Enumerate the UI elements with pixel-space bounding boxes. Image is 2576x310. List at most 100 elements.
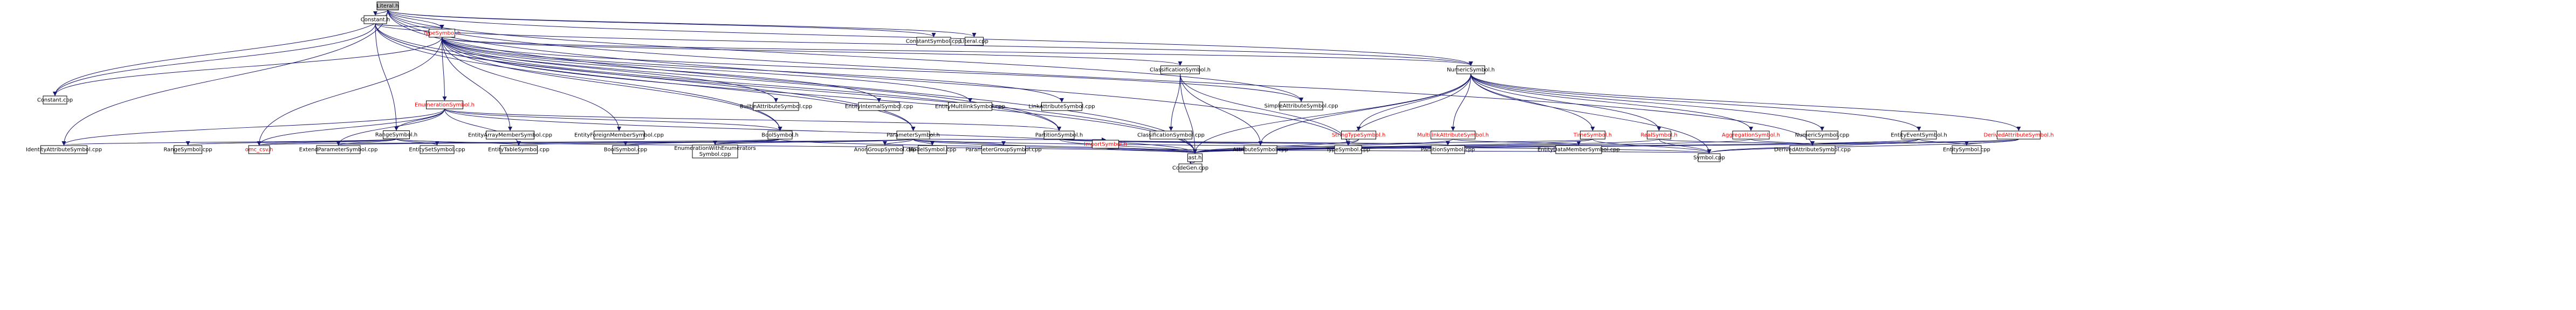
node-builtinattributesymbol-cpp[interactable]: BuiltinAttributeSymbol.cpp	[740, 102, 813, 111]
node-layer: Literal.hConstant.hTypeSymbol.hConstantS…	[26, 2, 2054, 173]
edge-parametersymbol_h-to-extendparametersymbol_cpp	[337, 139, 913, 146]
node-box	[1952, 145, 1982, 154]
node-numericsymbol-h[interactable]: NumericSymbol.h	[1447, 65, 1495, 74]
node-timesymbol-h[interactable]: TimeSymbol.h	[1573, 130, 1612, 140]
node-box	[858, 102, 900, 111]
node-constant-cpp[interactable]: Constant.cpp	[37, 95, 73, 105]
edge-rangesymbol_h-to-identityattributesymbol_cpp	[62, 139, 397, 146]
node-entityarraymembersymbol-cpp[interactable]: EntityArrayMemberSymbol.cpp	[468, 130, 552, 140]
node-anongroupsymbol-cpp[interactable]: AnonGroupSymbol.cpp	[854, 145, 916, 154]
node-label: AggregationSymbol.h	[1722, 133, 1780, 139]
node-codegen-cpp[interactable]: CodeGen.cpp	[1172, 163, 1208, 173]
node-label: EntityForeignMemberSymbol.cpp	[574, 133, 664, 139]
node-ast-h[interactable]: ast.h	[1187, 153, 1203, 162]
edge-parametersymbol_h-to-symbol_cpp	[913, 139, 1711, 154]
node-box	[916, 37, 951, 46]
node-realsymbol-h[interactable]: RealSymbol.h	[1640, 130, 1678, 140]
edge-classificationsymbol_h-to-attributesymbol_cpp	[1180, 73, 1263, 146]
node-omc-csv-h[interactable]: omc_csv.h	[245, 145, 273, 154]
node-entityinternalsymbol-cpp[interactable]: EntityInternalSymbol.cpp	[845, 102, 913, 111]
node-typesymbol-h[interactable]: TypeSymbol.h	[423, 29, 461, 38]
node-literal-cpp[interactable]: Literal.cpp	[960, 37, 988, 46]
edge-layer	[53, 10, 2021, 164]
node-entitysetsymbol-cpp[interactable]: EntitySetSymbol.cpp	[409, 145, 465, 154]
node-entityforeignmembersymbol-cpp[interactable]: EntityForeignMemberSymbol.cpp	[574, 130, 664, 140]
node-label: ParameterGroupSymbol.cpp	[965, 147, 1041, 153]
node-stringtypesymbol-h[interactable]: StringTypeSymbol.h	[1332, 130, 1386, 140]
node-boolsymbol-cpp[interactable]: BoolSymbol.cpp	[604, 145, 648, 154]
node-derivedattributesymbol-h[interactable]: DerivedAttributeSymbol.h	[1983, 130, 2054, 140]
edge-rangesymbol_h-to-entitysetsymbol_cpp	[396, 139, 439, 146]
node-literal-h: Literal.h	[376, 2, 399, 10]
node-box	[486, 130, 534, 140]
node-entitydatamembersymbol-cpp[interactable]: EntityDataMemberSymbol.cpp	[1537, 145, 1620, 154]
edge-typesymbol_h-to-entityforeignmembersymbol_cpp	[442, 37, 621, 131]
node-rangesymbol-h[interactable]: RangeSymbol.h	[375, 130, 417, 139]
node-parametersymbol-h[interactable]: ParameterSymbol.h	[887, 130, 940, 140]
edge-numericsymbol_h-to-symbol_cpp	[1471, 73, 1712, 154]
node-box	[1160, 65, 1200, 74]
node-symbol-cpp[interactable]: Symbol.cpp	[1693, 153, 1725, 162]
edge-numericsymbol_h-to-realsymbol_h	[1471, 73, 1661, 131]
node-box	[1555, 145, 1602, 154]
node-label: EntityDataMemberSymbol.cpp	[1537, 147, 1620, 153]
node-box	[1041, 102, 1082, 111]
edge-constant_h-to-partitionsymbol_h	[375, 23, 1061, 131]
node-constantsymbol-cpp[interactable]: ConstantSymbol.cpp	[906, 37, 962, 46]
node-extendparametersymbol-cpp[interactable]: ExtendParameterSymbol.cpp	[299, 145, 378, 154]
edge-partitionsymbol_h-to-typesymbol_cpp	[1059, 139, 1350, 146]
node-attributesymbol-cpp[interactable]: AttributeSymbol.cpp	[1233, 145, 1288, 154]
node-aggregationsymbol-h[interactable]: AggregationSymbol.h	[1722, 130, 1780, 140]
node-entitysymbol-cpp[interactable]: EntitySymbol.cpp	[1943, 145, 1990, 154]
node-simpleattributesymbol-cpp[interactable]: SimpleAttributeSymbol.cpp	[1265, 101, 1338, 111]
node-label: StringTypeSymbol.h	[1332, 133, 1386, 139]
node-rangesymbol-cpp[interactable]: RangeSymbol.cpp	[163, 145, 212, 154]
node-entitymultilinksymbol-cpp[interactable]: EntityMultilinkSymbol.cpp	[935, 102, 1005, 111]
node-parametergroupsymbol-cpp[interactable]: ParameterGroupSymbol.cpp	[965, 145, 1042, 154]
node-label: Constant.h	[361, 17, 390, 23]
edge-constant_h-to-typesymbol_h	[375, 23, 444, 29]
node-importsymbol-h[interactable]: ImportSymbol.h	[1084, 140, 1127, 149]
node-partitionsymbol-h[interactable]: PartitionSymbol.h	[1035, 130, 1083, 140]
node-constant-h[interactable]: Constant.h	[361, 15, 390, 24]
edge-parametersymbol_h-to-parametergroupsymbol_cpp	[913, 139, 1006, 146]
node-multilinkattributesymbol-h[interactable]: MultilinkAttributeSymbol.h	[1417, 130, 1489, 140]
node-label: ImportSymbol.h	[1084, 142, 1127, 148]
node-modelsymbol-cpp[interactable]: ModelSymbol.cpp	[909, 145, 957, 154]
edge-rangesymbol_h-to-ast_h	[396, 139, 1197, 154]
node-linkattributesymbol-cpp[interactable]: LinkAttributeSymbol.cpp	[1028, 102, 1095, 111]
node-box	[1431, 130, 1475, 140]
node-boolsymbol-h[interactable]: BoolSymbol.h	[761, 130, 799, 140]
node-numericsymbol-cpp[interactable]: NumericSymbol.cpp	[1795, 130, 1850, 140]
node-classificationsymbol-cpp[interactable]: ClassificationSymbol.cpp	[1137, 130, 1205, 140]
node-label: EnumerationWithEnumerators	[674, 146, 755, 151]
node-typesymbol-cpp[interactable]: TypeSymbol.cpp	[1325, 145, 1370, 154]
node-classificationsymbol-h[interactable]: ClassificationSymbol.h	[1150, 65, 1211, 74]
node-box	[1698, 153, 1721, 162]
node-box	[376, 2, 399, 10]
node-entityeventsymbol-h[interactable]: EntityEventSymbol.h	[1891, 130, 1947, 140]
node-label: IdentityAttributeSymbol.cpp	[26, 147, 102, 153]
node-box	[1178, 163, 1203, 173]
node-enumerationsymbol-h[interactable]: EnumerationSymbol.h	[415, 100, 475, 109]
edge-literal_h-to-derivedattributesymbol_cpp	[387, 10, 1815, 146]
node-entitytablesymbol-cpp[interactable]: EntityTableSymbol.cpp	[488, 145, 549, 154]
node-label: NumericSymbol.h	[1447, 67, 1495, 73]
edge-importsymbol_h-to-ast_h	[1105, 148, 1197, 154]
node-label: BoolSymbol.cpp	[604, 147, 648, 153]
node-derivedattributesymbol-cpp[interactable]: DerivedAttributeSymbol.cpp	[1774, 145, 1851, 154]
node-box	[420, 145, 455, 154]
edge-multilinkattributesymbol_h-to-entitydatamembersymbol_cpp	[1453, 139, 1581, 146]
node-label: PartitionSymbol.cpp	[1421, 147, 1475, 153]
node-box	[429, 29, 455, 38]
node-identityattributesymbol-cpp[interactable]: IdentityAttributeSymbol.cpp	[26, 145, 102, 154]
edge-parametersymbol_h-to-ast_h	[913, 139, 1197, 154]
node-label: ast.h	[1189, 155, 1202, 161]
node-box	[1092, 140, 1119, 149]
node-box	[981, 145, 1026, 154]
node-partitionsymbol-cpp[interactable]: PartitionSymbol.cpp	[1421, 145, 1475, 154]
edge-numericsymbol_h-to-ast_h	[1193, 73, 1471, 154]
node-label: EntityEventSymbol.h	[1891, 133, 1947, 139]
